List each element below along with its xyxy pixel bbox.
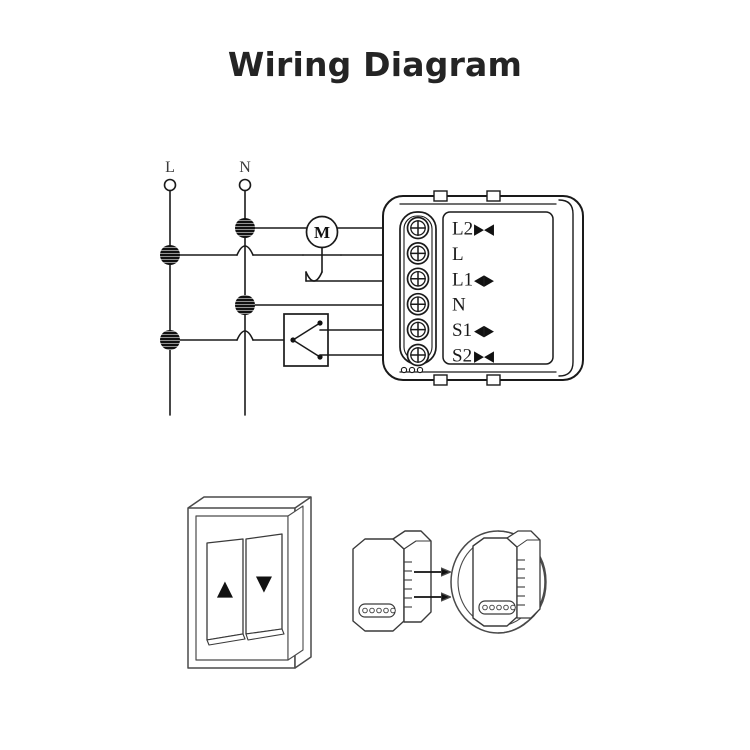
wall-switch-plate <box>187 496 312 669</box>
triangle-down-icon: ▼ <box>256 571 273 595</box>
terminal-label-l: L <box>452 244 464 265</box>
terminal-labels: L2▶◀LL1◀▶NS1◀▶S2▶◀ <box>452 219 494 367</box>
junction-dot <box>235 295 255 315</box>
mounting-tab <box>433 374 448 386</box>
schematic-diagram: L N M L2▶◀LL1◀▶NS1◀▶S2▶◀ <box>160 159 584 416</box>
arrows-right-left-icon: ▶◀ <box>474 220 494 238</box>
junction-dot <box>160 330 180 350</box>
arrows-left-right-icon: ◀▶ <box>474 322 494 340</box>
terminal-label-l1: L1 <box>452 269 473 290</box>
rocker-up-button[interactable] <box>206 538 244 641</box>
wire-l-to-switch <box>169 330 285 341</box>
round-wall-back-box <box>450 530 547 634</box>
screw-slot <box>410 270 426 287</box>
smart-curtain-module <box>382 190 584 386</box>
page-title: Wiring Diagram <box>227 45 523 84</box>
junction-dot <box>235 218 255 238</box>
screw-slot <box>410 347 426 363</box>
two-gang-switch-symbol <box>283 313 329 367</box>
motor-symbol <box>305 215 339 256</box>
terminal-label-s1: S1 <box>452 320 472 341</box>
led-indicators <box>400 366 424 374</box>
mounting-tab <box>486 374 501 386</box>
terminal-label-n: N <box>452 295 466 316</box>
screw-slot <box>410 245 426 262</box>
terminal-label-s2: S2 <box>452 346 472 367</box>
insertion-arrows <box>414 572 450 597</box>
module-3d-view <box>352 530 432 632</box>
rocker-down-button[interactable] <box>245 533 283 635</box>
screw-terminals <box>406 216 430 367</box>
triangle-up-icon: ▲ <box>217 576 234 600</box>
mounting-tab <box>433 190 448 202</box>
screw-slot <box>410 321 426 338</box>
junction-dot <box>160 245 180 265</box>
rail-label-live: L <box>165 159 175 176</box>
supply-rail-live <box>163 178 177 416</box>
arrows-left-right-icon: ◀▶ <box>474 271 494 289</box>
screw-slot <box>410 220 426 236</box>
motor-label: M <box>314 223 330 242</box>
wire-motor-to-l1 <box>305 254 323 282</box>
arrows-right-left-icon: ▶◀ <box>474 347 494 365</box>
terminal-label-l2: L2 <box>452 219 473 240</box>
wire-l-to-motor <box>169 245 304 256</box>
screw-slot <box>410 296 426 313</box>
mounting-tab <box>486 190 501 202</box>
rail-label-neutral: N <box>239 159 251 176</box>
module-led-strip <box>358 603 396 618</box>
